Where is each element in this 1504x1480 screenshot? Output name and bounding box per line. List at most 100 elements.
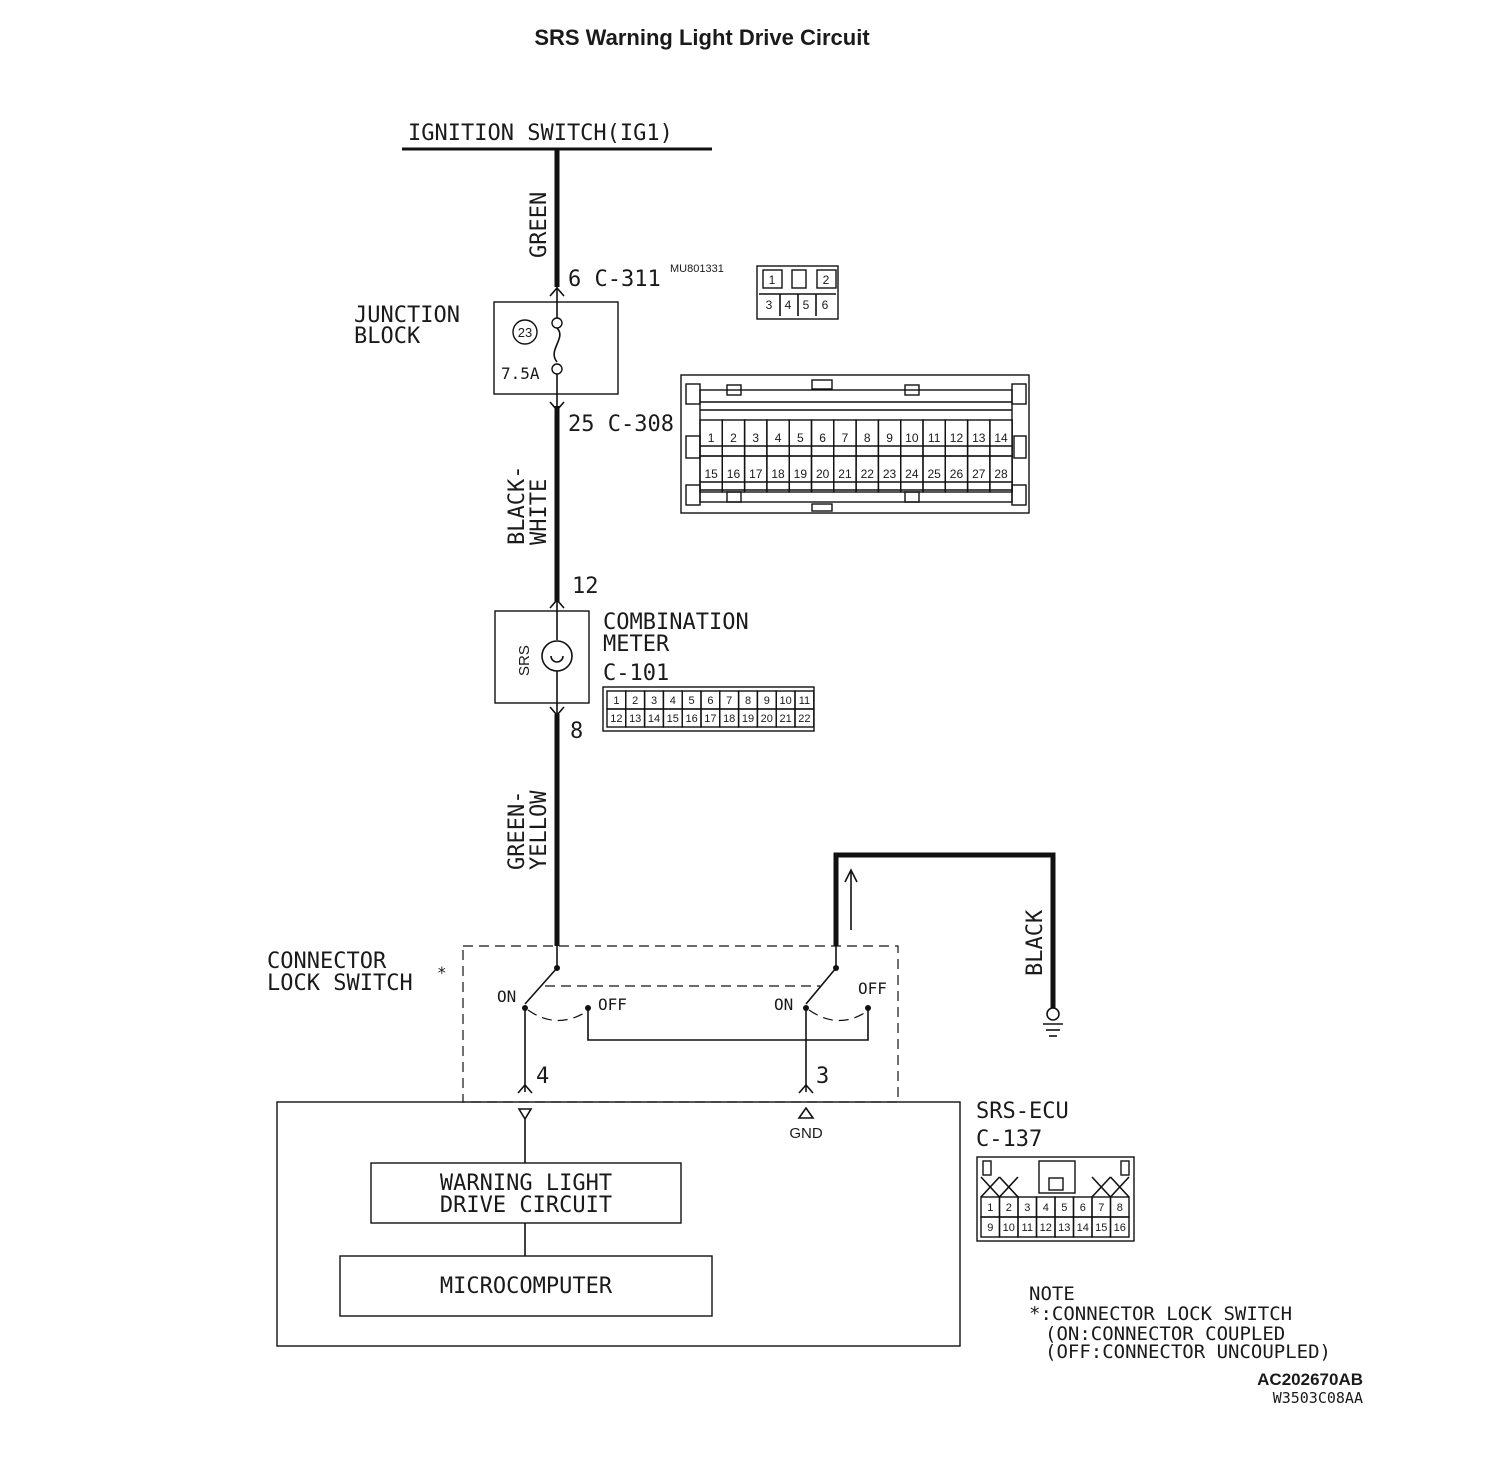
c308-pin-label: 26 bbox=[950, 467, 964, 481]
c137-blank-cavity-icon bbox=[1109, 1176, 1130, 1198]
c101-pin-label: 17 bbox=[704, 713, 716, 725]
gnd-triangle-icon bbox=[797, 1106, 815, 1119]
c311-pin: 1 bbox=[769, 273, 776, 287]
figure-code-2: W3503C08AA bbox=[1273, 1389, 1363, 1407]
c308-pin-label: 1 bbox=[708, 431, 715, 445]
lock-switch-label-2: LOCK SWITCH bbox=[267, 971, 413, 996]
c101-pin-label: 8 bbox=[745, 695, 751, 707]
c308-pin-label: 21 bbox=[838, 467, 852, 481]
arrow-c311-icon bbox=[549, 286, 565, 297]
c137-pin-label: 3 bbox=[1024, 1202, 1030, 1214]
wire-label-green-yellow: GREEN- bbox=[505, 791, 530, 870]
c308-pin-label: 6 bbox=[819, 431, 826, 445]
c311-pin: 6 bbox=[822, 298, 829, 312]
c308-pin-label: 20 bbox=[816, 467, 830, 481]
c308-pin-label: 11 bbox=[928, 431, 941, 445]
wire-label-black-white-2: WHITE bbox=[527, 479, 552, 545]
c101-pin-label: 7 bbox=[726, 695, 732, 707]
c308-pin-label: 19 bbox=[794, 467, 808, 481]
pin-4-label: 4 bbox=[536, 1064, 549, 1089]
c308-pin-label: 7 bbox=[842, 431, 849, 445]
microcomputer-label: MICROCOMPUTER bbox=[440, 1274, 613, 1299]
c308-pin-label: 17 bbox=[749, 467, 763, 481]
c137-blank-cavity-icon bbox=[998, 1176, 1019, 1198]
c137-pin-label: 10 bbox=[1003, 1222, 1015, 1234]
c137-cell bbox=[1109, 1216, 1130, 1238]
c137-pin-label: 9 bbox=[987, 1222, 993, 1234]
c137-pin-label: 5 bbox=[1061, 1202, 1067, 1214]
c308-pin-label: 5 bbox=[797, 431, 804, 445]
c308-pin-label: 4 bbox=[775, 431, 782, 445]
c101-pin-label: 1 bbox=[613, 695, 619, 707]
c137-blank-cavity-icon bbox=[980, 1176, 1001, 1198]
c308-pin-label: 16 bbox=[727, 467, 741, 481]
c101-pin-label: 19 bbox=[742, 713, 754, 725]
c101-pin-label: 6 bbox=[707, 695, 713, 707]
c101-pin-label: 12 bbox=[610, 713, 622, 725]
lamp-label: SRS bbox=[516, 645, 533, 676]
wire-label-green-yellow-2: YELLOW bbox=[527, 790, 552, 870]
c101-pin-label: 9 bbox=[764, 695, 770, 707]
lock-switch-box bbox=[462, 945, 899, 1103]
arrow-pin12-icon bbox=[549, 598, 565, 609]
warning-lamp-icon bbox=[541, 640, 573, 672]
c308-pin-label: 28 bbox=[994, 467, 1008, 481]
ignition-switch-label: IGNITION SWITCH(IG1) bbox=[408, 121, 673, 146]
arrow-pin4-icon bbox=[517, 1083, 533, 1094]
wire-label-green: GREEN bbox=[527, 192, 552, 258]
note-line-2: (ON:CONNECTOR COUPLED bbox=[1045, 1323, 1285, 1345]
fuse-terminal-top bbox=[551, 317, 563, 329]
off-bridge-wire bbox=[587, 1008, 869, 1041]
c137-pin-label: 6 bbox=[1080, 1202, 1086, 1214]
switch-right-blade bbox=[805, 967, 837, 1005]
c308-pin-label: 24 bbox=[905, 467, 919, 481]
c101-pin-label: 22 bbox=[798, 713, 810, 725]
c308-pin-label: 12 bbox=[950, 431, 964, 445]
warning-drive-label: WARNING LIGHT bbox=[440, 1171, 612, 1196]
junction-block-label: JUNCTION bbox=[354, 303, 460, 328]
c137-pin-label: 4 bbox=[1043, 1202, 1049, 1214]
pin-c308-label: 25 C-308 bbox=[568, 412, 674, 437]
note-line-3: (OFF:CONNECTOR UNCOUPLED) bbox=[1045, 1341, 1331, 1363]
figure-code: AC202670AB bbox=[1257, 1370, 1363, 1389]
c137-pin-label: 12 bbox=[1040, 1222, 1052, 1234]
fuse-terminal-bottom bbox=[551, 363, 563, 375]
warning-drive-circuit-box bbox=[370, 1162, 682, 1224]
diagram-title: SRS Warning Light Drive Circuit bbox=[534, 25, 870, 50]
c137-pin-label: 14 bbox=[1077, 1222, 1089, 1234]
c137-pin-label: 7 bbox=[1098, 1202, 1104, 1214]
lock-switch-label: CONNECTOR bbox=[267, 949, 387, 974]
fuse-number-circle bbox=[512, 319, 538, 345]
c311-pin: 3 bbox=[766, 298, 773, 312]
wire-label-black-white: BLACK- bbox=[505, 466, 530, 545]
arrow-up-icon bbox=[844, 868, 858, 883]
switch-right-off: OFF bbox=[858, 979, 887, 998]
fuse-number: 23 bbox=[518, 325, 532, 340]
srs-ecu-connector: C-137 bbox=[976, 1127, 1042, 1152]
note-heading: NOTE bbox=[1029, 1283, 1075, 1305]
pin-8-label: 8 bbox=[570, 719, 583, 744]
arrow-pin3-icon bbox=[798, 1083, 814, 1094]
switch-right-on: ON bbox=[774, 995, 793, 1014]
c308-pin-label: 8 bbox=[864, 431, 871, 445]
combination-meter-box bbox=[494, 610, 590, 704]
c308-pin-label: 25 bbox=[927, 467, 941, 481]
c101-pin-label: 16 bbox=[685, 713, 697, 725]
combination-meter-label-2: METER bbox=[603, 632, 670, 657]
junction-block-box bbox=[493, 301, 619, 395]
c308-pin-label: 22 bbox=[861, 467, 875, 481]
ground-terminal bbox=[1046, 1007, 1060, 1021]
c308-pin-label: 15 bbox=[704, 467, 718, 481]
c101-pin-label: 14 bbox=[648, 713, 660, 725]
lock-switch-asterisk: * bbox=[437, 963, 447, 982]
c101-cell bbox=[794, 708, 815, 728]
note-line-1: *:CONNECTOR LOCK SWITCH bbox=[1029, 1303, 1292, 1325]
fuse-icon bbox=[553, 327, 561, 363]
combination-meter-label: COMBINATION bbox=[603, 610, 749, 635]
c308-pin-label: 23 bbox=[883, 467, 897, 481]
switch-left-arc bbox=[527, 1009, 587, 1022]
